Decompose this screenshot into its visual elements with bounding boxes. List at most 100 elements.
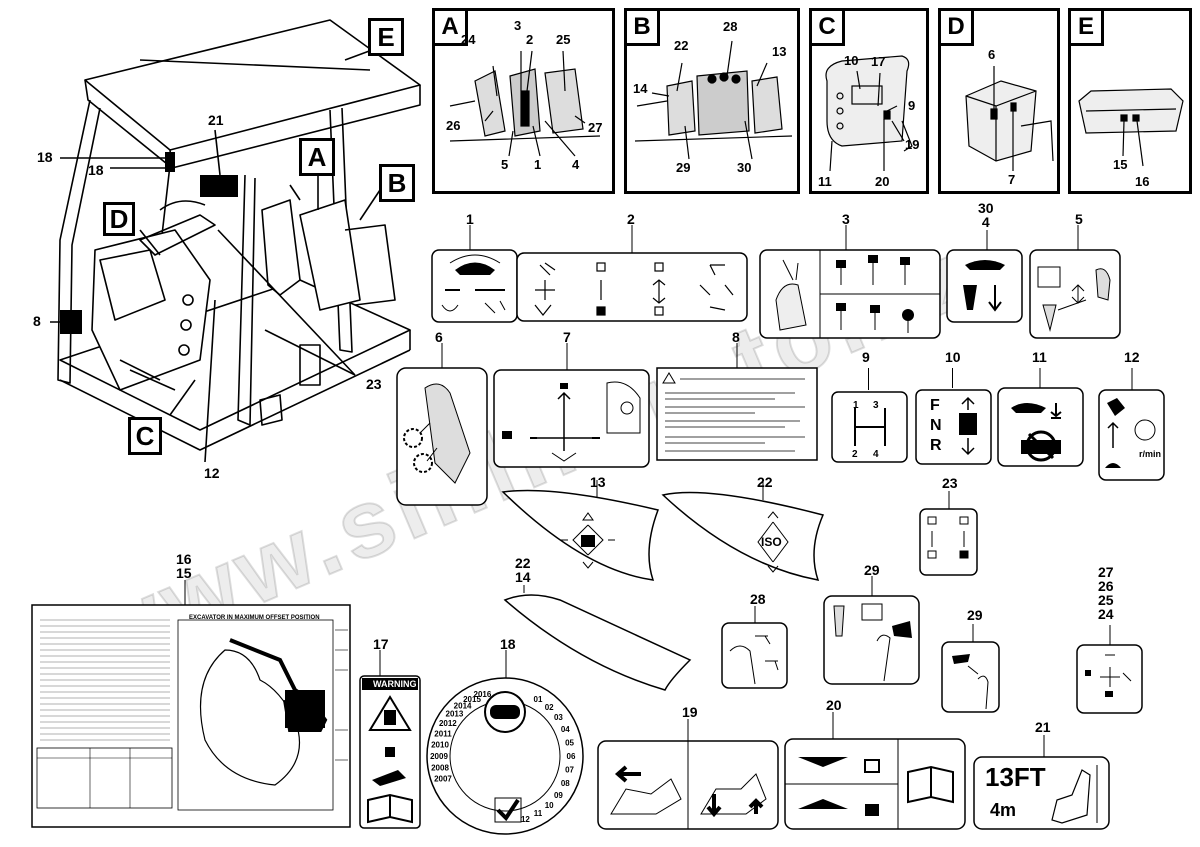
decal-number-28: 28 — [750, 591, 766, 607]
decal-number-2: 2 — [627, 211, 635, 227]
decal-10 — [915, 389, 992, 465]
decal-28 — [721, 606, 788, 689]
decal-19 — [597, 719, 779, 830]
calendar-month-label: 11 — [534, 809, 543, 818]
detail-panel-d: D 6 7 — [938, 8, 1060, 194]
decal-number-3: 3 — [842, 211, 850, 227]
decal-number-22-a: 22 — [757, 474, 773, 490]
decal-number-7: 7 — [563, 329, 571, 345]
view-label-d: D — [103, 202, 135, 236]
decal-number-11: 11 — [1032, 349, 1047, 365]
panel-d-callout-7: 7 — [1008, 172, 1016, 187]
calendar-month-label: 08 — [561, 779, 570, 788]
decal-8 — [656, 343, 818, 461]
decal-29-a — [823, 576, 920, 685]
decal-27-24 — [1076, 625, 1143, 714]
panel-b-callout-29: 29 — [676, 160, 691, 175]
fnr-neutral: N — [930, 417, 942, 434]
panel-c-callout-9: 9 — [908, 98, 916, 113]
decal-23 — [919, 491, 978, 576]
panel-c-callout-19: 19 — [905, 137, 920, 152]
calendar-year-label: 2011 — [434, 729, 452, 738]
panel-b-callout-14: 14 — [633, 81, 648, 96]
decal-30-4 — [946, 230, 1023, 323]
decal-number-5: 5 — [1075, 211, 1083, 227]
decal-number-29-b: 29 — [967, 607, 983, 623]
decal-number-10: 10 — [945, 349, 961, 365]
panel-e-label: E — [1071, 11, 1104, 46]
calendar-year-label: 2008 — [431, 763, 449, 772]
decal-number-29-a: 29 — [864, 562, 880, 578]
decal-29-b — [941, 624, 1000, 713]
decal-5 — [1029, 225, 1121, 339]
panel-b-callout-13: 13 — [772, 44, 787, 59]
panel-b-label: B — [627, 11, 660, 46]
decal-number-6: 6 — [435, 329, 443, 345]
panel-d-callout-6: 6 — [988, 47, 996, 62]
panel-c-callout-11: 11 — [818, 174, 832, 189]
detail-panel-b: B 22 28 13 14 29 30 — [624, 8, 800, 194]
calendar-year-label: 2007 — [434, 775, 452, 784]
decal-6 — [396, 343, 488, 506]
detail-panel-c: C 10 17 9 19 11 20 — [809, 8, 929, 194]
calendar-month-label: 03 — [554, 713, 563, 722]
callout-12: 12 — [204, 465, 220, 481]
panel-b-callout-28: 28 — [723, 19, 738, 34]
decal-number-1: 1 — [466, 211, 474, 227]
decal-18-disc: 2007200820092010201120122013201420152016… — [426, 650, 584, 835]
height-ft: 13FT — [985, 762, 1046, 792]
warning-label: WARNING — [373, 679, 417, 689]
cab-overview-drawing — [50, 19, 421, 463]
callout-21: 21 — [208, 112, 224, 128]
panel-d-label: D — [941, 11, 974, 46]
decal-number-12: 12 — [1124, 349, 1140, 365]
panel-c-drawing — [825, 55, 913, 172]
fnr-reverse: R — [930, 437, 942, 454]
decal-13 — [501, 480, 660, 581]
panel-b-callout-22: 22 — [674, 38, 689, 53]
calendar-month-label: 09 — [554, 791, 563, 800]
decal-number-22-14: 22 14 — [515, 555, 531, 585]
panel-a-callout-2: 2 — [526, 32, 534, 47]
detail-panel-e: E 15 16 — [1068, 8, 1192, 194]
view-label-c: C — [128, 417, 162, 455]
panel-c-label: C — [812, 11, 845, 46]
decal-20 — [784, 712, 966, 830]
panel-e-callout-16: 16 — [1135, 174, 1150, 189]
calendar-month-label: 10 — [545, 801, 554, 810]
calendar-month-label: 07 — [565, 766, 574, 775]
panel-a-callout-26: 26 — [446, 118, 461, 133]
gear-4: 4 — [873, 449, 879, 460]
decal-17 — [359, 650, 421, 829]
decal-number-20: 20 — [826, 697, 842, 713]
fnr-forward: F — [930, 397, 940, 414]
panel-c-callout-20: 20 — [875, 174, 890, 189]
decal-number-30-4: 30 4 — [978, 200, 994, 230]
decal-offset-position — [31, 580, 351, 828]
decal-number-18: 18 — [500, 636, 516, 652]
panel-a-callout-3: 3 — [514, 18, 522, 33]
calendar-year-label: 2009 — [430, 752, 448, 761]
calendar-year-label: 2012 — [439, 719, 457, 728]
decal-3 — [759, 225, 941, 339]
gear-2: 2 — [852, 449, 858, 460]
gear-1: 1 — [853, 400, 859, 411]
detail-panel-a: A 24 3 2 25 26 5 1 — [432, 8, 615, 194]
calendar-month-label: 12 — [521, 815, 530, 824]
iso-label: ISO — [761, 535, 782, 549]
panel-e-callout-15: 15 — [1113, 157, 1128, 172]
decal-number-16-15: 16 15 — [176, 551, 192, 581]
calendar-month-label: 05 — [565, 738, 574, 747]
calendar-month-label: 01 — [534, 695, 543, 704]
offset-decal-title: EXCAVATOR IN MAXIMUM OFFSET POSITION — [189, 615, 320, 621]
panel-c-callout-17: 17 — [871, 54, 886, 69]
panel-a-callout-4: 4 — [572, 157, 580, 172]
calendar-month-label: 06 — [567, 752, 576, 761]
panel-a-callout-27: 27 — [588, 120, 603, 135]
decal-number-21: 21 — [1035, 719, 1051, 735]
calendar-month-label: 04 — [561, 725, 570, 734]
panel-a-callout-5: 5 — [501, 157, 509, 172]
calendar-year-label: 2010 — [431, 741, 449, 750]
decal-22-14 — [503, 585, 692, 691]
